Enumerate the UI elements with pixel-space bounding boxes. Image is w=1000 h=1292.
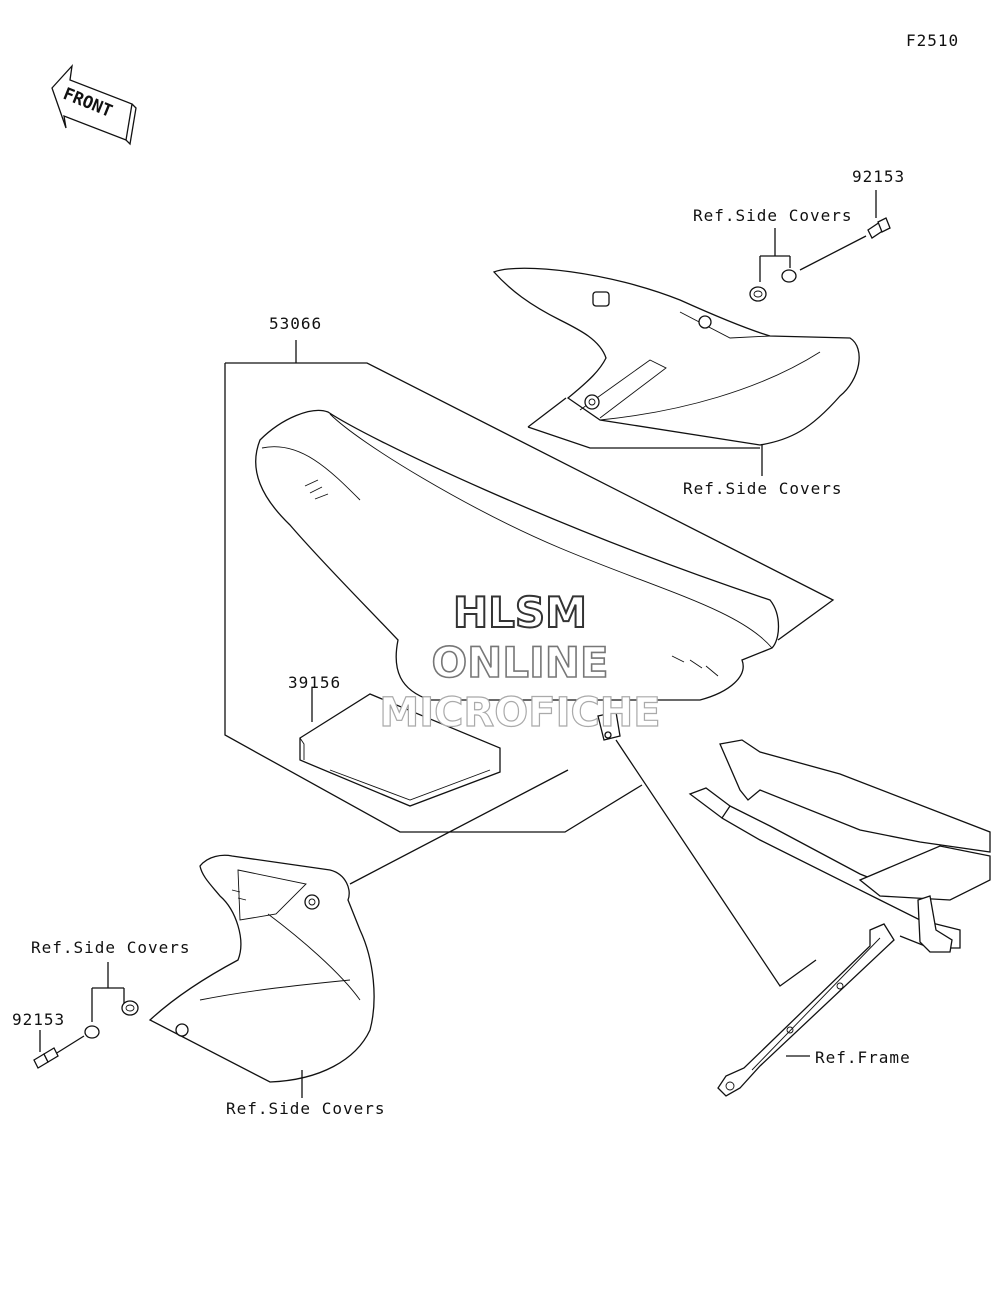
seat-pad-part xyxy=(299,688,501,807)
lower-fastener-group xyxy=(33,962,139,1069)
callout-pad-39156[interactable]: 39156 xyxy=(288,673,342,692)
callout-ref-side-covers-top-upper[interactable]: Ref.Side Covers xyxy=(693,206,853,225)
callout-bolt-92153-bottom[interactable]: 92153 xyxy=(12,1010,66,1029)
upper-side-cover-part xyxy=(492,267,860,476)
callout-seat-53066[interactable]: 53066 xyxy=(269,314,323,333)
leader-seat-to-lower-cover xyxy=(349,769,569,885)
callout-ref-side-covers-bottom-upper[interactable]: Ref.Side Covers xyxy=(31,938,191,957)
watermark-line-2: ONLINE xyxy=(431,637,610,688)
figure-code: F2510 xyxy=(906,31,960,50)
front-arrow-icon: FRONT xyxy=(51,63,137,146)
upper-fastener-group xyxy=(749,190,891,302)
callout-bolt-92153-top[interactable]: 92153 xyxy=(852,167,906,186)
bolt-92153-top-icon xyxy=(867,217,891,239)
callout-ref-side-covers-bottom-lower[interactable]: Ref.Side Covers xyxy=(226,1099,386,1118)
seat-assembly-outline xyxy=(224,340,835,833)
watermark-line-1: HLSM xyxy=(452,587,588,638)
frame-part xyxy=(688,739,991,1097)
bolt-92153-bottom-icon xyxy=(33,1047,59,1069)
leader-seat-to-frame xyxy=(615,739,817,987)
seat-part xyxy=(255,409,780,741)
watermark-line-3: MICROFICHE xyxy=(379,689,661,736)
callout-ref-side-covers-top-lower[interactable]: Ref.Side Covers xyxy=(683,479,843,498)
lower-side-cover-part xyxy=(148,854,375,1098)
callout-ref-frame[interactable]: Ref.Frame xyxy=(815,1048,911,1067)
